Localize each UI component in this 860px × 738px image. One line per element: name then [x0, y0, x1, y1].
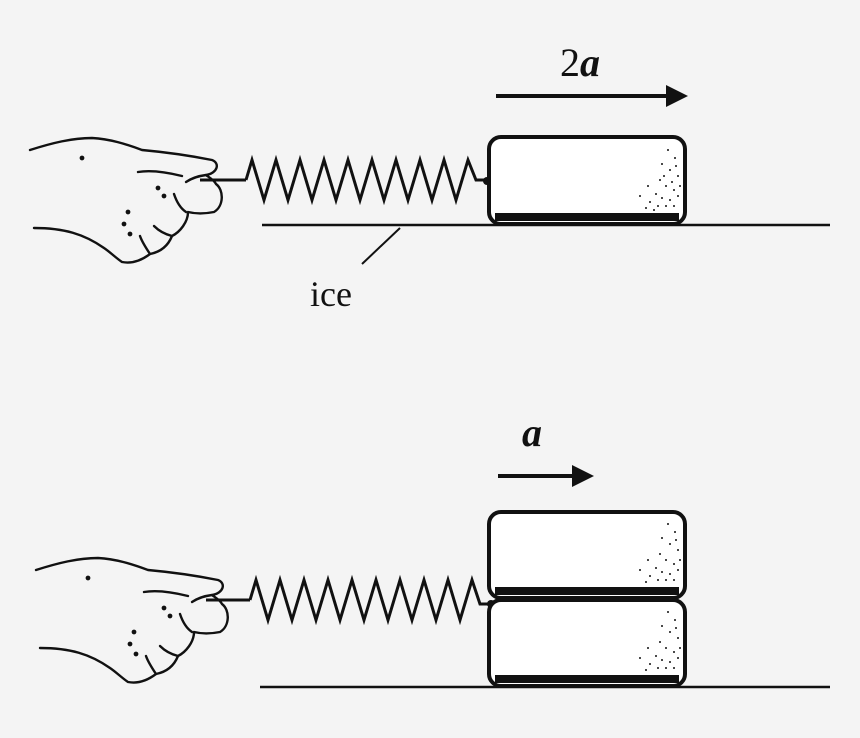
top-block-stipple — [639, 149, 681, 211]
bottom-scene: a — [34, 410, 830, 689]
top-hand-icon — [28, 136, 223, 264]
bottom-hand-icon — [34, 556, 229, 684]
ice-label: ice — [310, 274, 352, 314]
bottom-spring — [248, 574, 490, 626]
top-block — [487, 135, 687, 226]
top-acceleration-symbol: a — [580, 40, 600, 85]
bottom-acceleration-arrow — [498, 465, 594, 487]
bottom-acceleration-symbol: a — [522, 410, 542, 455]
bottom-upper-block — [487, 510, 687, 600]
top-acceleration-coefficient: 2 — [560, 40, 580, 85]
top-spring — [244, 154, 486, 206]
bottom-acceleration-label: a — [522, 410, 542, 455]
top-scene: 2a — [28, 40, 830, 314]
bottom-upper-block-stipple — [639, 523, 681, 583]
top-acceleration-arrow — [496, 85, 688, 107]
top-acceleration-label: 2a — [560, 40, 600, 85]
bottom-lower-block — [487, 598, 687, 688]
ice-leader-line — [361, 227, 401, 265]
bottom-lower-block-stipple — [639, 611, 681, 671]
